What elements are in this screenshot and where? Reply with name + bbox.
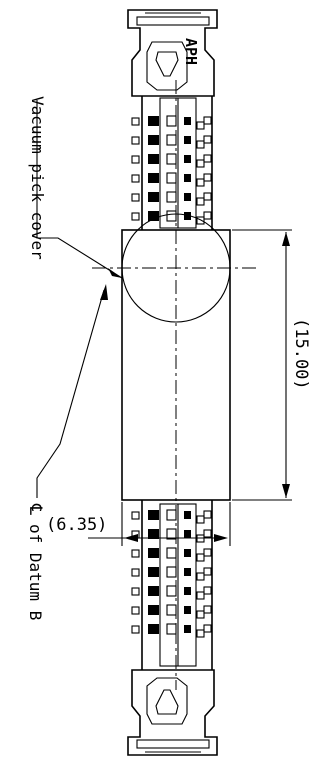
pin-row	[131, 172, 212, 187]
pin-row	[131, 585, 212, 600]
pin-row	[131, 623, 212, 638]
pin-row	[131, 191, 212, 206]
connector-body	[141, 96, 213, 670]
pin-row	[131, 547, 212, 562]
vacuum-pick-cover-label: Vacuum pick cover	[28, 96, 47, 260]
lower-pin-rows	[131, 509, 212, 638]
pin-row	[131, 566, 212, 581]
pin-row	[131, 134, 212, 149]
vacuum-pick-cover-callout: Vacuum pick cover	[28, 96, 123, 279]
pin-row	[131, 153, 212, 168]
aph-marking: APH	[182, 38, 200, 65]
pin-row	[131, 210, 212, 225]
width-dimension-label: (6.35)	[46, 515, 107, 535]
datum-b-callout: ℄ of Datum B	[25, 284, 108, 620]
bottom-end-cap	[127, 669, 218, 756]
pin-row	[131, 509, 212, 524]
width-dimension: (6.35)	[46, 502, 231, 546]
top-end-cap: APH	[127, 9, 218, 97]
pin-row	[131, 604, 212, 619]
datum-b-label: of Datum B	[26, 524, 45, 620]
length-dimension: (15.00)	[232, 229, 311, 501]
pin-row	[131, 528, 212, 543]
pin-row	[131, 115, 212, 130]
length-dimension-label: (15.00)	[291, 318, 311, 390]
upper-pin-rows	[131, 115, 212, 244]
centerline-symbol: ℄	[25, 503, 45, 515]
